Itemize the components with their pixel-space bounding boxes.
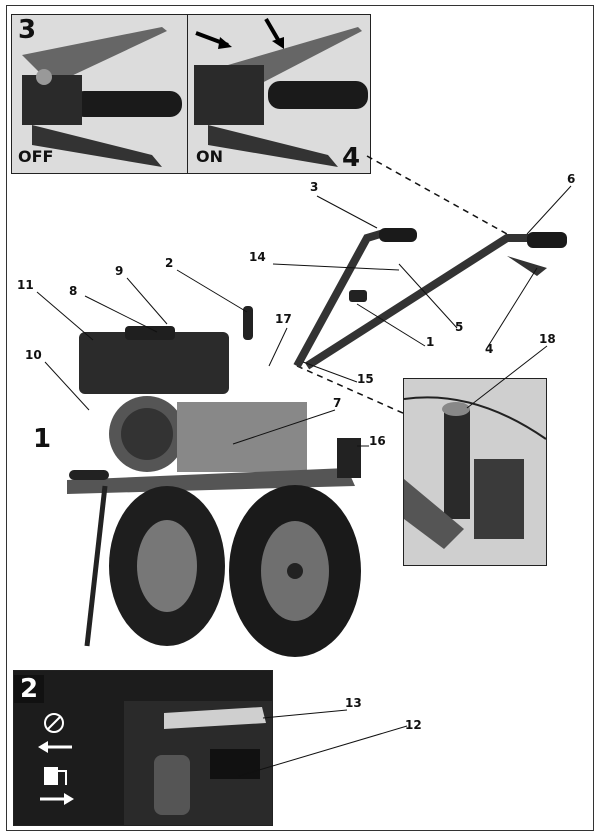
detail-illustration [404,379,546,565]
throttle-lever-on-illustration [188,15,370,173]
callout-7: 7 [333,396,342,410]
figure-3-off-panel: 3 OFF [11,14,189,174]
manual-page: 3 OFF ON 4 [6,5,594,831]
figure-4-on-panel: ON 4 [187,14,371,174]
callout-11: 11 [17,278,34,292]
callout-16: 16 [369,434,386,448]
callout-10: 10 [25,348,42,362]
callout-15: 15 [357,372,374,386]
detail-inset-18 [403,378,547,566]
cultivator-illustration [67,155,567,657]
throttle-lever-off-illustration [12,15,188,173]
callout-2: 2 [165,256,174,270]
callout-14: 14 [249,250,266,264]
figure-number: 3 [18,15,37,45]
figure-number: 1 [33,424,52,454]
figure-number: 4 [342,143,361,173]
callout-12: 12 [405,718,422,732]
arrow-right-icon [40,793,74,805]
callout-8: 8 [69,284,78,298]
callout-3: 3 [310,180,319,194]
callout-13: 13 [345,696,362,710]
arrow-icon [218,37,232,49]
callout-1: 1 [426,335,435,349]
state-label-off: OFF [18,147,54,166]
state-label-on: ON [196,147,223,166]
choke-icon [44,713,64,733]
callout-4: 4 [485,342,494,356]
callout-5: 5 [455,320,464,334]
callout-18: 18 [539,332,556,346]
fuel-pump-icon [44,767,67,785]
fuel-valve-illustration [14,671,272,825]
callout-leaders [36,185,572,777]
figure-2-fuel-panel: 2 [13,670,273,826]
callout-9: 9 [115,264,124,278]
callout-17: 17 [275,312,292,326]
figure-number: 2 [14,675,45,703]
callout-6: 6 [567,172,576,186]
arrow-icon [272,37,284,49]
arrow-left-icon [38,741,72,753]
